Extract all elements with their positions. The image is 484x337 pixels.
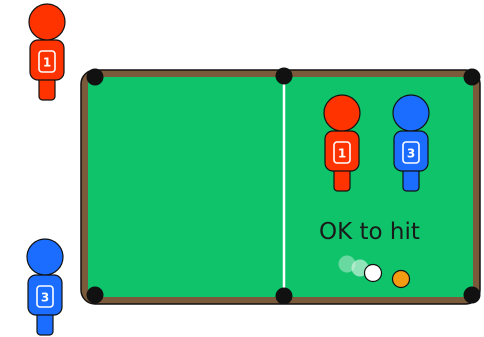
pocket-bottom-middle — [276, 288, 293, 305]
player-head — [27, 239, 63, 275]
player-head — [29, 4, 65, 40]
player-head — [324, 95, 360, 131]
object-ball — [393, 271, 410, 288]
player-number: 1 — [43, 56, 51, 70]
cue-ball — [365, 265, 382, 282]
pocket-top-right — [464, 69, 481, 86]
pocket-top-middle — [276, 68, 293, 85]
ok-to-hit-caption: OK to hit — [319, 219, 420, 245]
pocket-bottom-left — [87, 287, 104, 304]
player-number: 3 — [407, 147, 415, 161]
player-number: 1 — [338, 147, 346, 161]
player-number: 3 — [41, 291, 49, 305]
player-head — [393, 95, 429, 131]
player-blue-waiting: 3 — [27, 239, 63, 335]
player-red-waiting: 1 — [29, 4, 65, 100]
pocket-bottom-right — [464, 287, 481, 304]
pocket-top-left — [87, 69, 104, 86]
